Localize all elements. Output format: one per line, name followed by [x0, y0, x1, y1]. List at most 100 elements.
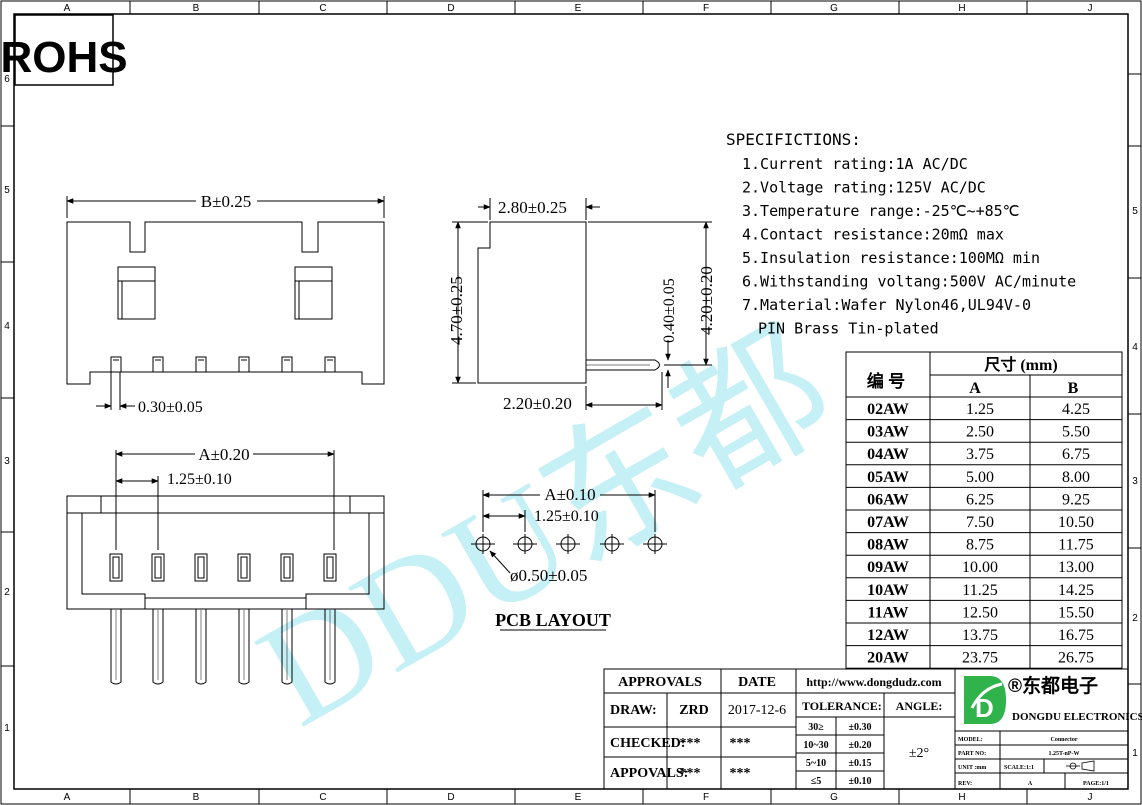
pcb-layout-label: PCB LAYOUT	[495, 610, 611, 630]
front-pin	[152, 356, 164, 373]
svg-text:6.75: 6.75	[1062, 446, 1090, 463]
svg-text:23.75: 23.75	[962, 650, 998, 667]
side-view	[452, 198, 712, 410]
grid-row-right: 3	[1132, 476, 1138, 487]
tolerance-row: 30≥±0.30	[808, 722, 871, 733]
grid-col-top: G	[830, 3, 838, 14]
grid-row-left: 4	[4, 321, 10, 332]
front-pin	[110, 356, 122, 373]
dim-side-height: 4.70±0.25	[447, 276, 466, 345]
front-pin	[195, 356, 207, 373]
draw-label: DRAW:	[610, 703, 657, 718]
top-pin-window	[323, 553, 337, 582]
appovals-date: ***	[730, 766, 751, 781]
svg-text:3.75: 3.75	[966, 446, 994, 463]
pin-leg	[110, 609, 122, 685]
grid-row-right: 5	[1132, 206, 1138, 217]
specifications: SPECIFICTIONS: 1.Current rating:1A AC/DC…	[726, 130, 1076, 338]
projection-symbol	[1066, 760, 1095, 772]
top-view	[66, 450, 385, 685]
size-table-row: 20AW 23.75 26.75	[867, 650, 1094, 667]
grid-row-left: 3	[4, 456, 10, 467]
svg-text:5~10: 5~10	[806, 758, 826, 769]
svg-text:11AW: 11AW	[868, 604, 909, 621]
spec-item: 7.Material:Wafer Nylon46,UL94V-0	[742, 296, 1031, 314]
top-pin-window	[194, 553, 208, 582]
svg-text:1.25: 1.25	[966, 401, 994, 418]
svg-text:26.75: 26.75	[1058, 650, 1094, 667]
svg-text:11.75: 11.75	[1058, 537, 1093, 554]
spec-item: 2.Voltage rating:125V AC/DC	[742, 179, 986, 197]
unit-label: UNIT :mm	[958, 765, 986, 771]
svg-text:10.50: 10.50	[1058, 514, 1094, 531]
date-label: DATE	[738, 675, 776, 690]
svg-text:5.00: 5.00	[966, 469, 994, 486]
grid-row-left: 2	[4, 587, 10, 598]
scale-value: SCALE:1:1	[1004, 765, 1034, 771]
url-text: http://www.dongdudz.com	[806, 675, 941, 689]
svg-text:15.50: 15.50	[1058, 604, 1094, 621]
svg-text:20AW: 20AW	[867, 650, 909, 667]
dim-pin-width: 0.30±0.05	[138, 399, 203, 416]
pin-leg	[152, 609, 164, 685]
appovals-label: APPOVALS:	[610, 766, 688, 781]
pcb-layout-view	[471, 490, 667, 631]
svg-text:5.50: 5.50	[1062, 424, 1090, 441]
svg-text:03AW: 03AW	[867, 424, 909, 441]
front-pin	[281, 356, 293, 373]
svg-text:07AW: 07AW	[867, 514, 909, 531]
spec-item: 5.Insulation resistance:100MΩ min	[742, 249, 1040, 267]
front-pin	[238, 356, 250, 373]
grid-col-bottom: E	[575, 792, 582, 803]
top-pin-window	[237, 553, 251, 582]
svg-text:±0.30: ±0.30	[849, 722, 872, 733]
svg-text:7.50: 7.50	[966, 514, 994, 531]
grid-row-left: 1	[4, 723, 10, 734]
svg-text:8.00: 8.00	[1062, 469, 1090, 486]
tolerance-row: 5~10 ±0.15	[806, 758, 872, 769]
dim-pcb-a: A±0.10	[544, 485, 595, 504]
svg-text:11.25: 11.25	[962, 582, 997, 599]
svg-text:12AW: 12AW	[867, 627, 909, 644]
code-header: 编 号	[867, 371, 905, 391]
grid-col-bottom: F	[703, 792, 709, 803]
tolerance-row: ≤5±0.10	[811, 776, 872, 787]
svg-text:8.75: 8.75	[966, 537, 994, 554]
svg-text:12.50: 12.50	[962, 604, 998, 621]
grid-col-bottom: A	[64, 792, 71, 803]
svg-text:16.75: 16.75	[1058, 627, 1094, 644]
grid-row-left: 6	[4, 74, 10, 85]
spec-title: SPECIFICTIONS:	[726, 130, 861, 149]
svg-text:05AW: 05AW	[867, 469, 909, 486]
svg-text:±0.15: ±0.15	[849, 758, 872, 769]
size-table-row: 05AW 5.00 8.00	[867, 469, 1090, 486]
rohs-text: ROHS	[0, 33, 127, 82]
col-a-header: A	[969, 380, 981, 397]
front-view	[66, 196, 385, 410]
grid-col-top: A	[64, 3, 71, 14]
approvals-label: APPROVALS	[618, 675, 702, 690]
rohs-mark: ROHS	[0, 14, 128, 86]
dim-pitch-top: 1.25±0.10	[167, 471, 232, 488]
pin-leg	[281, 609, 293, 685]
part-value: 1.25T-nP-W	[1049, 751, 1080, 757]
svg-text:06AW: 06AW	[867, 491, 909, 508]
spec-item: PIN Brass Tin-plated	[758, 320, 939, 338]
dim-side-height-2: 4.20±0.20	[697, 266, 716, 335]
svg-text:4.25: 4.25	[1062, 401, 1090, 418]
pin-leg	[195, 609, 207, 685]
dim-pcb-pitch: 1.25±0.10	[534, 508, 599, 525]
draw-by: ZRD	[679, 703, 709, 718]
spec-item: 1.Current rating:1A AC/DC	[742, 155, 968, 173]
grid-row-right: 4	[1132, 342, 1138, 353]
svg-text:6.25: 6.25	[966, 491, 994, 508]
dim-pin-length: 2.20±0.20	[503, 394, 572, 413]
